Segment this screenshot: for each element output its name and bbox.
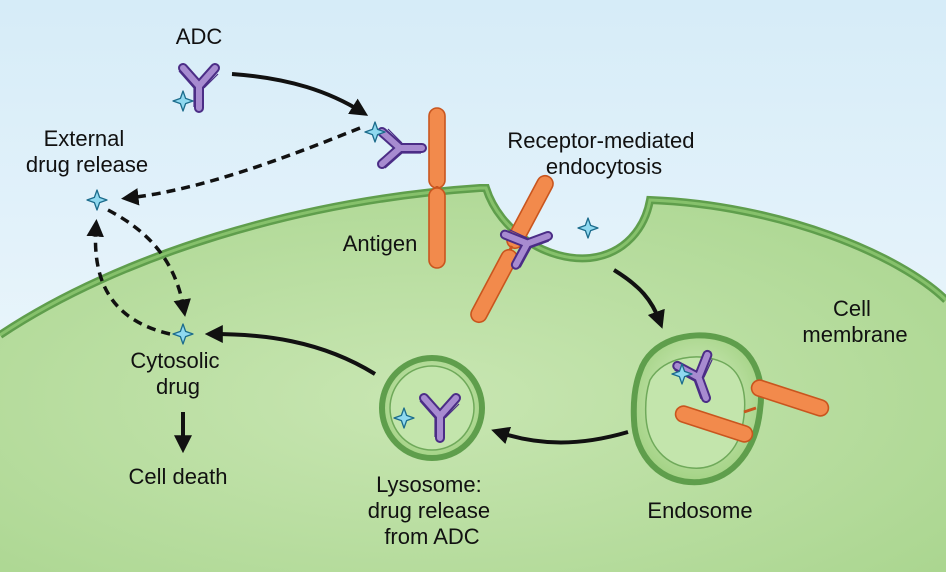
arrow-adc-binding <box>231 72 369 116</box>
cell-death-label: Cell death <box>128 464 227 489</box>
cytosolic-drug-label: Cytosolic drug <box>130 348 225 399</box>
dashed-arrow-external-release <box>121 126 361 206</box>
arrow-to-endosome <box>612 268 665 329</box>
antigen-receptor-icon <box>428 107 446 269</box>
endocytosis-antigen-icon <box>467 172 557 326</box>
cell-membrane-label: Cell membrane <box>802 296 907 347</box>
arrow-to-lysosome <box>491 426 629 445</box>
antigen-label: Antigen <box>343 231 418 256</box>
lysosome-label: Lysosome: drug release from ADC <box>368 472 496 549</box>
endosome-antigen-icon <box>672 377 832 445</box>
endosome-label: Endosome <box>647 498 752 523</box>
receptor-mediated-endocytosis-label: Receptor-mediated endocytosis <box>507 128 700 179</box>
external-drug-release-label: External drug release <box>26 126 148 177</box>
endosome <box>630 332 764 486</box>
dashed-arrow-cytosol-to-external <box>86 219 171 336</box>
dashed-arrow-external-to-cytosol <box>107 208 191 317</box>
adc-label: ADC <box>176 24 223 49</box>
arrow-to-cytosolic-drug <box>204 325 377 376</box>
